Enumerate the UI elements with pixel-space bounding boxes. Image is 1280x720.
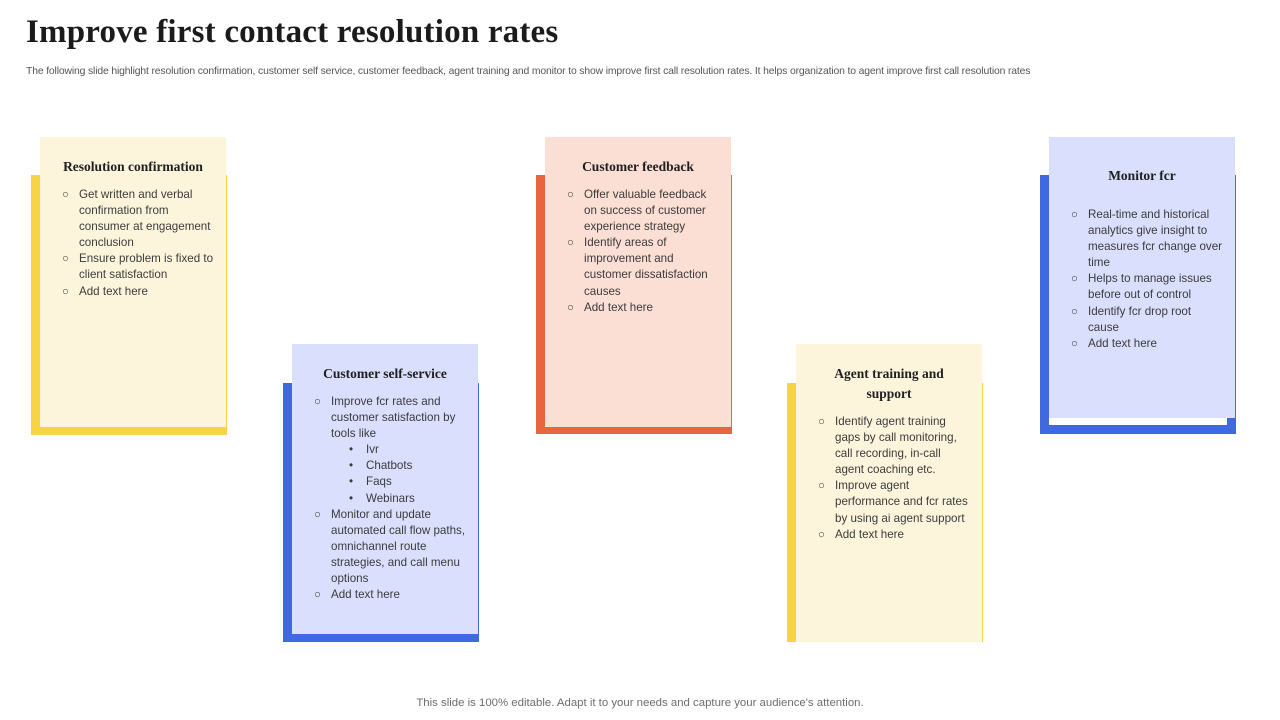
card-customer-feedback[interactable]: Customer feedback ○ Offer valuable feedbac…: [536, 137, 732, 434]
card-body-customer-feedback: Customer feedback ○ Offer valuable feedbac…: [545, 137, 731, 427]
card-bullet-list-customer-self-service: ○ Improve fcr rates and customer satisfac…: [292, 394, 478, 603]
bullet-text: Add text here: [584, 300, 653, 314]
sub-bullet-text: Webinars: [366, 491, 415, 505]
dot-bullet-icon: •: [349, 491, 354, 505]
card-title-resolution-confirmation: Resolution confirmation: [63, 159, 203, 174]
bullet-item: ○ Helps to manage issues before out of co…: [1071, 271, 1225, 303]
circle-bullet-icon: ○: [62, 284, 70, 298]
dot-bullet-icon: •: [349, 475, 354, 489]
card-bullet-list-monitor-fcr: ○ Real-time and historical analytics give…: [1049, 207, 1235, 352]
bullet-item: ○ Real-time and historical analytics give…: [1071, 207, 1225, 271]
bullet-text: Add text here: [1088, 336, 1157, 350]
bullet-item: ○ Improve fcr rates and customer satisfac…: [314, 394, 468, 507]
card-resolution-confirmation[interactable]: Resolution confirmation ○ Get written and …: [31, 137, 227, 435]
sub-bullet-list: • Ivr • Chatbots • Faqs • Webinars: [331, 442, 468, 506]
bullet-text: Identify fcr drop root cause: [1088, 304, 1192, 334]
card-body-monitor-fcr: Monitor fcr ○ Real-time and historical ana…: [1049, 137, 1235, 418]
bullet-item: ○ Ensure problem is fixed to client satis…: [62, 251, 216, 283]
card-monitor-fcr[interactable]: Monitor fcr ○ Real-time and historical ana…: [1040, 137, 1236, 434]
bullet-item: ○ Identify areas of improvement and custo…: [567, 235, 721, 299]
bullet-text: Identify agent training gaps by call mon…: [835, 415, 957, 477]
circle-bullet-icon: ○: [1071, 272, 1079, 286]
bullet-item: ○ Monitor and update automated call flow …: [314, 507, 468, 587]
bullet-item: ○ Add text here: [567, 300, 721, 316]
circle-bullet-icon: ○: [314, 507, 322, 521]
circle-bullet-icon: ○: [567, 188, 575, 201]
circle-bullet-icon: ○: [567, 300, 575, 314]
bullet-text: Monitor and update automated call flow p…: [331, 507, 466, 586]
bullet-text: Improve agent performance and fcr rates …: [835, 479, 968, 525]
page-title: Improve first contact resolution rates: [26, 14, 559, 50]
dot-bullet-icon: •: [349, 459, 354, 473]
sub-bullet-item: • Webinars: [349, 491, 468, 507]
card-body-customer-self-service: Customer self-service ○ Improve fcr rates …: [292, 344, 478, 634]
circle-bullet-icon: ○: [62, 252, 70, 266]
bullet-text: Ensure problem is fixed to client satisf…: [79, 252, 214, 282]
circle-bullet-icon: ○: [1071, 208, 1079, 221]
bullet-item: ○ Add text here: [818, 527, 972, 543]
sub-bullet-text: Faqs: [366, 475, 392, 489]
bullet-text: Add text here: [79, 284, 148, 298]
bullet-text: Get written and verbal confirmation from…: [79, 188, 211, 250]
sub-bullet-item: • Chatbots: [349, 458, 468, 474]
circle-bullet-icon: ○: [1071, 304, 1079, 318]
bullet-item: ○ Identify agent training gaps by call mo…: [818, 414, 972, 478]
sub-bullet-text: Chatbots: [366, 459, 413, 473]
bullet-item: ○ Identify fcr drop root cause: [1071, 304, 1225, 336]
card-title-customer-feedback: Customer feedback: [582, 159, 694, 174]
bullet-text: Improve fcr rates and customer satisfact…: [331, 395, 456, 441]
circle-bullet-icon: ○: [567, 236, 575, 250]
sub-bullet-text: Ivr: [366, 443, 379, 457]
circle-bullet-icon: ○: [818, 479, 826, 493]
card-customer-self-service[interactable]: Customer self-service ○ Improve fcr rates …: [283, 344, 479, 642]
card-bullet-list-customer-feedback: ○ Offer valuable feedback on success of c…: [545, 187, 731, 316]
card-body-agent-training-and-support: Agent training and support ○ Identify agen…: [796, 344, 982, 642]
sub-bullet-item: • Ivr: [349, 442, 468, 458]
circle-bullet-icon: ○: [1071, 336, 1079, 350]
card-bullet-list-agent-training-and-support: ○ Identify agent training gaps by call mo…: [796, 414, 982, 543]
card-title-customer-self-service: Customer self-service: [323, 366, 447, 381]
bullet-text: Helps to manage issues before out of con…: [1088, 272, 1212, 302]
bullet-item: ○ Get written and verbal confirmation fro…: [62, 187, 216, 251]
bullet-text: Offer valuable feedback on success of cu…: [584, 188, 707, 234]
bullet-item: ○ Add text here: [1071, 336, 1225, 352]
circle-bullet-icon: ○: [818, 527, 826, 541]
bullet-text: Identify areas of improvement and custom…: [584, 236, 708, 298]
circle-bullet-icon: ○: [314, 588, 322, 602]
card-title-agent-training-and-support: Agent training and support: [834, 366, 944, 401]
bullet-item: ○ Add text here: [62, 284, 216, 300]
card-agent-training-and-support[interactable]: Agent training and support ○ Identify agen…: [787, 344, 983, 642]
dot-bullet-icon: •: [349, 443, 354, 457]
card-bullet-list-resolution-confirmation: ○ Get written and verbal confirmation fro…: [40, 187, 226, 300]
card-body-resolution-confirmation: Resolution confirmation ○ Get written and …: [40, 137, 226, 427]
bullet-text: Add text here: [835, 527, 904, 541]
bullet-text: Real-time and historical analytics give …: [1088, 208, 1223, 270]
sub-bullet-item: • Faqs: [349, 474, 468, 490]
circle-bullet-icon: ○: [818, 415, 826, 428]
card-title-monitor-fcr: Monitor fcr: [1108, 168, 1176, 183]
circle-bullet-icon: ○: [314, 395, 322, 408]
bullet-item: ○ Improve agent performance and fcr rates…: [818, 478, 972, 526]
bullet-item: ○ Add text here: [314, 587, 468, 603]
bullet-item: ○ Offer valuable feedback on success of c…: [567, 187, 721, 235]
bullet-text: Add text here: [331, 588, 400, 602]
circle-bullet-icon: ○: [62, 188, 70, 201]
page-subtitle: The following slide highlight resolution…: [26, 66, 1031, 77]
slide-footer-note: This slide is 100% editable. Adapt it to…: [416, 697, 864, 709]
